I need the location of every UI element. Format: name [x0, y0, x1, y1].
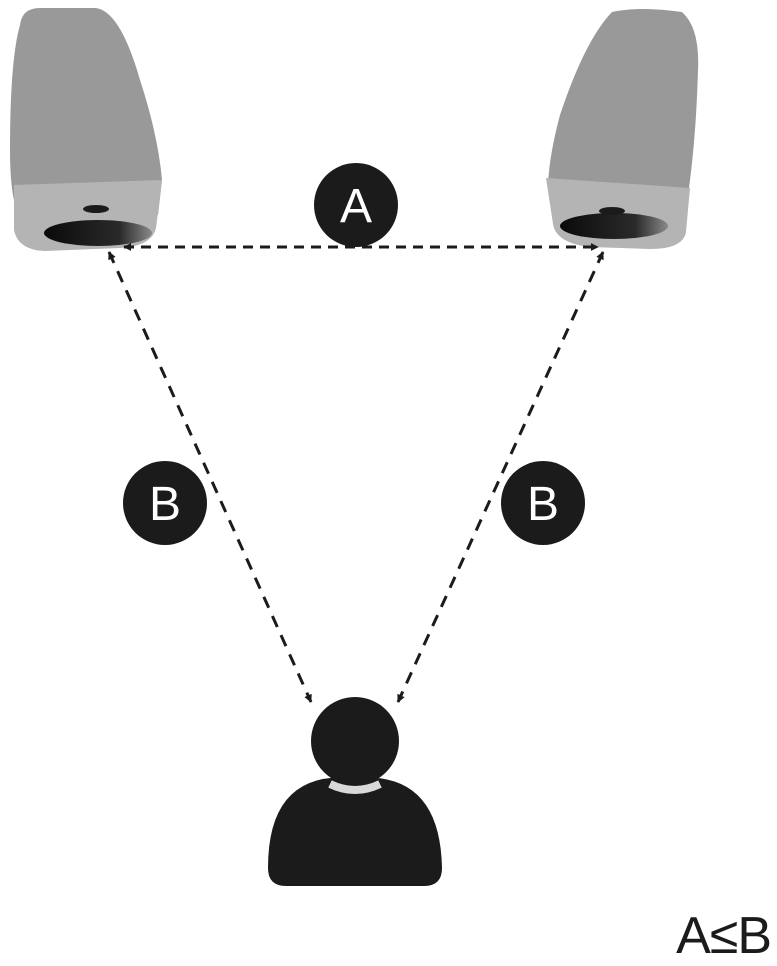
label-a-text: A [340, 180, 372, 233]
label-b-left-badge: B [123, 461, 207, 545]
label-a-badge: A [314, 163, 398, 247]
label-b-right-text: B [527, 478, 559, 531]
left-speaker-icon [10, 8, 162, 251]
right-speaker-icon [546, 9, 699, 249]
label-b-right-badge: B [501, 461, 585, 545]
listener-icon [268, 697, 442, 886]
label-b-left-text: B [149, 478, 181, 531]
distance-rule: A≤B [676, 907, 772, 965]
